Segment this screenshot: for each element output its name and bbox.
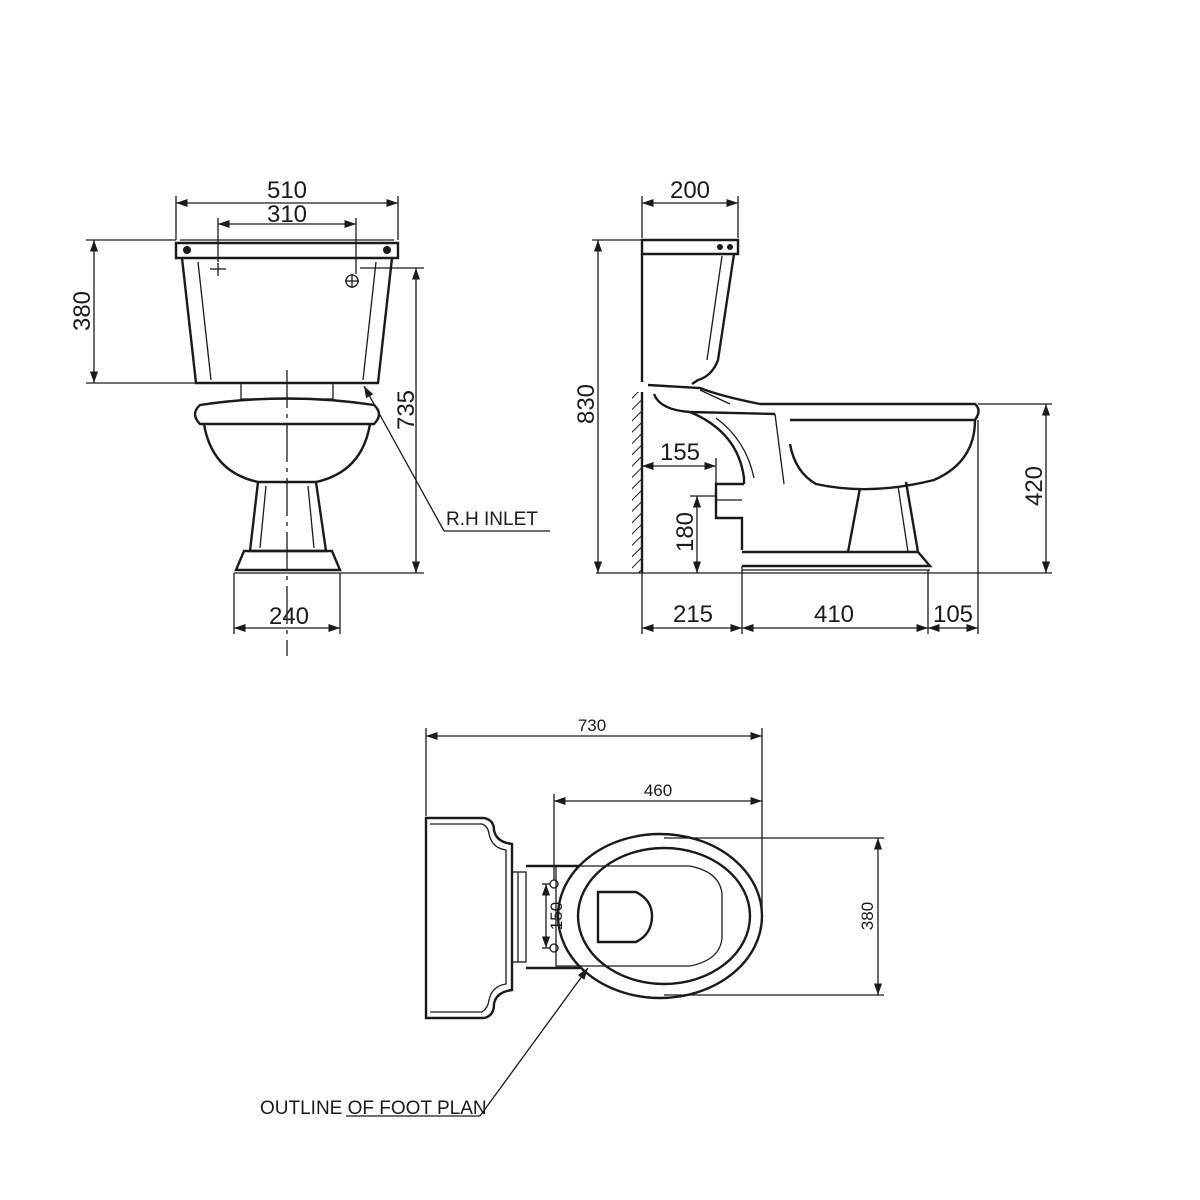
side-view: 200 830 155 180 420 — [573, 177, 1052, 634]
dim-155-label: 155 — [660, 439, 700, 466]
foot-plan-label: OUTLINE OF FOOT PLAN — [260, 1098, 487, 1119]
dim-310: 310 — [217, 201, 357, 274]
side-bowl — [647, 383, 980, 571]
dim-510: 510 — [175, 177, 399, 240]
front-view: 510 310 380 735 240 — [69, 177, 550, 656]
dim-bottom-chain: 215 410 105 — [641, 420, 979, 634]
plan-view: 730 460 380 150 OUTLINE OF FOOT PLAN — [260, 716, 884, 1119]
dim-735-label: 735 — [393, 390, 420, 430]
plan-bowl — [526, 832, 764, 1000]
dim-830-label: 830 — [573, 384, 600, 424]
dim-420-label: 420 — [1021, 466, 1048, 506]
dim-380-plan: 380 — [664, 837, 884, 996]
side-cistern — [640, 238, 740, 385]
dim-380-tank: 380 — [69, 239, 196, 384]
rh-inlet-callout: R.H INLET — [363, 385, 550, 532]
dim-180: 180 — [672, 495, 716, 573]
dim-150-label: 150 — [547, 902, 566, 930]
foot-plan-callout: OUTLINE OF FOOT PLAN — [260, 967, 589, 1119]
dim-240: 240 — [233, 573, 341, 634]
dim-380-plan-label: 380 — [858, 902, 877, 930]
dim-105-label: 105 — [933, 601, 973, 628]
dim-200: 200 — [641, 177, 739, 238]
wall-hatch — [632, 392, 642, 573]
dim-215-label: 215 — [673, 601, 713, 628]
dim-150: 150 — [541, 883, 566, 949]
dim-420: 420 — [978, 403, 1052, 573]
dim-460: 460 — [553, 781, 762, 880]
dim-510-label: 510 — [267, 177, 307, 204]
dim-380-tank-label: 380 — [69, 291, 96, 331]
dim-180-label: 180 — [672, 512, 699, 552]
dim-730: 730 — [425, 716, 763, 908]
dim-200-label: 200 — [670, 177, 710, 204]
plan-cistern — [424, 816, 527, 1020]
dim-460-label: 460 — [644, 781, 672, 800]
dim-155: 155 — [642, 439, 717, 484]
dim-735: 735 — [342, 267, 424, 574]
dim-310-label: 310 — [267, 201, 307, 228]
dim-730-label: 730 — [578, 716, 606, 735]
dim-410-label: 410 — [814, 601, 854, 628]
rh-inlet-label: R.H INLET — [446, 509, 538, 530]
dim-830: 830 — [573, 239, 642, 573]
dim-240-label: 240 — [269, 603, 309, 630]
